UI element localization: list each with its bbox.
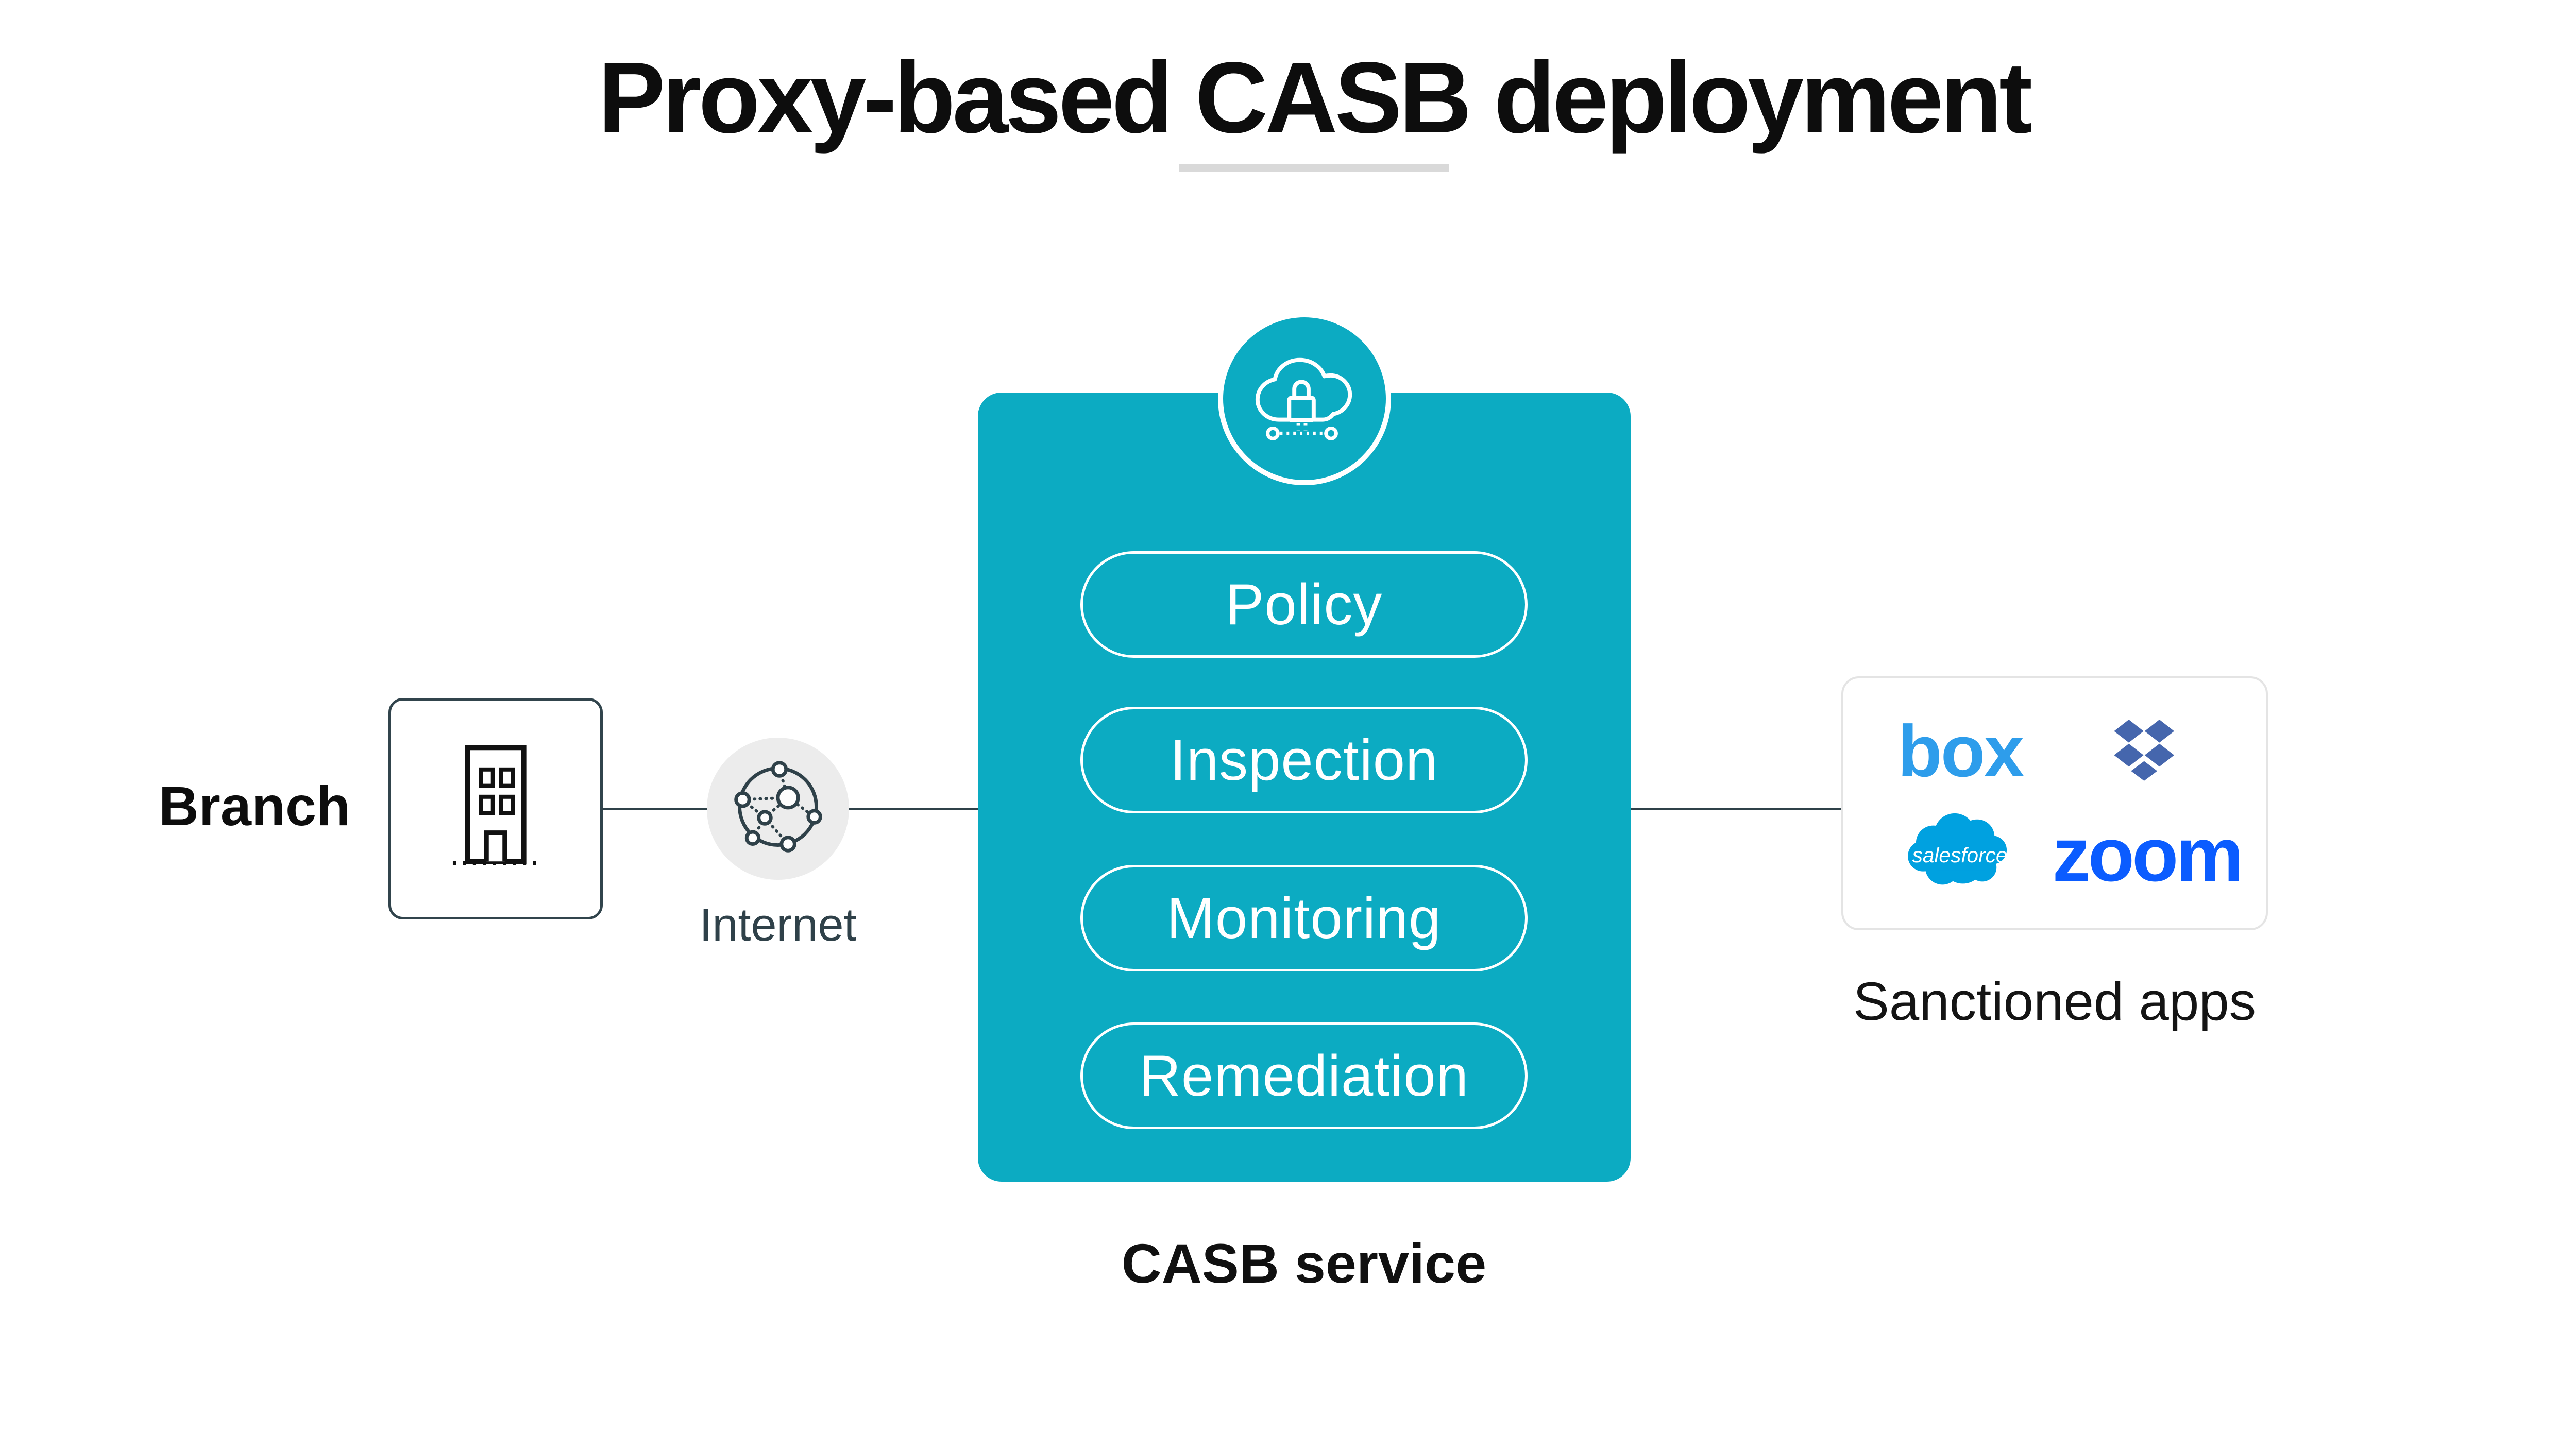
box-logo: box	[1897, 710, 2024, 793]
dropbox-logo-icon	[2111, 719, 2182, 785]
title-underline-bar	[1179, 164, 1449, 172]
page-title: Proxy-based CASB deployment	[598, 41, 2033, 154]
casb-pill-policy: Policy	[1080, 551, 1528, 658]
internet-node	[707, 738, 849, 880]
casb-service-label: CASB service	[1121, 1232, 1487, 1294]
sanctioned-apps-label: Sanctioned apps	[1853, 971, 2257, 1032]
casb-pill-remediation: Remediation	[1080, 1022, 1528, 1129]
branch-node	[388, 698, 603, 919]
casb-pill-monitoring: Monitoring	[1080, 865, 1528, 971]
sanctioned-apps-card: box salesforce	[1841, 676, 2268, 930]
salesforce-wordmark: salesforce	[1912, 843, 2007, 867]
cloud-lock-badge	[1218, 312, 1391, 485]
branch-label: Branch	[158, 775, 350, 837]
internet-network-icon	[727, 757, 828, 861]
cloud-lock-icon	[1248, 351, 1361, 447]
internet-label: Internet	[699, 899, 857, 951]
connector-casb-to-apps	[1630, 808, 1842, 810]
building-icon	[441, 734, 550, 884]
casb-pill-inspection: Inspection	[1080, 707, 1528, 813]
salesforce-logo: salesforce	[1902, 805, 2019, 905]
zoom-logo: zoom	[2052, 812, 2244, 897]
